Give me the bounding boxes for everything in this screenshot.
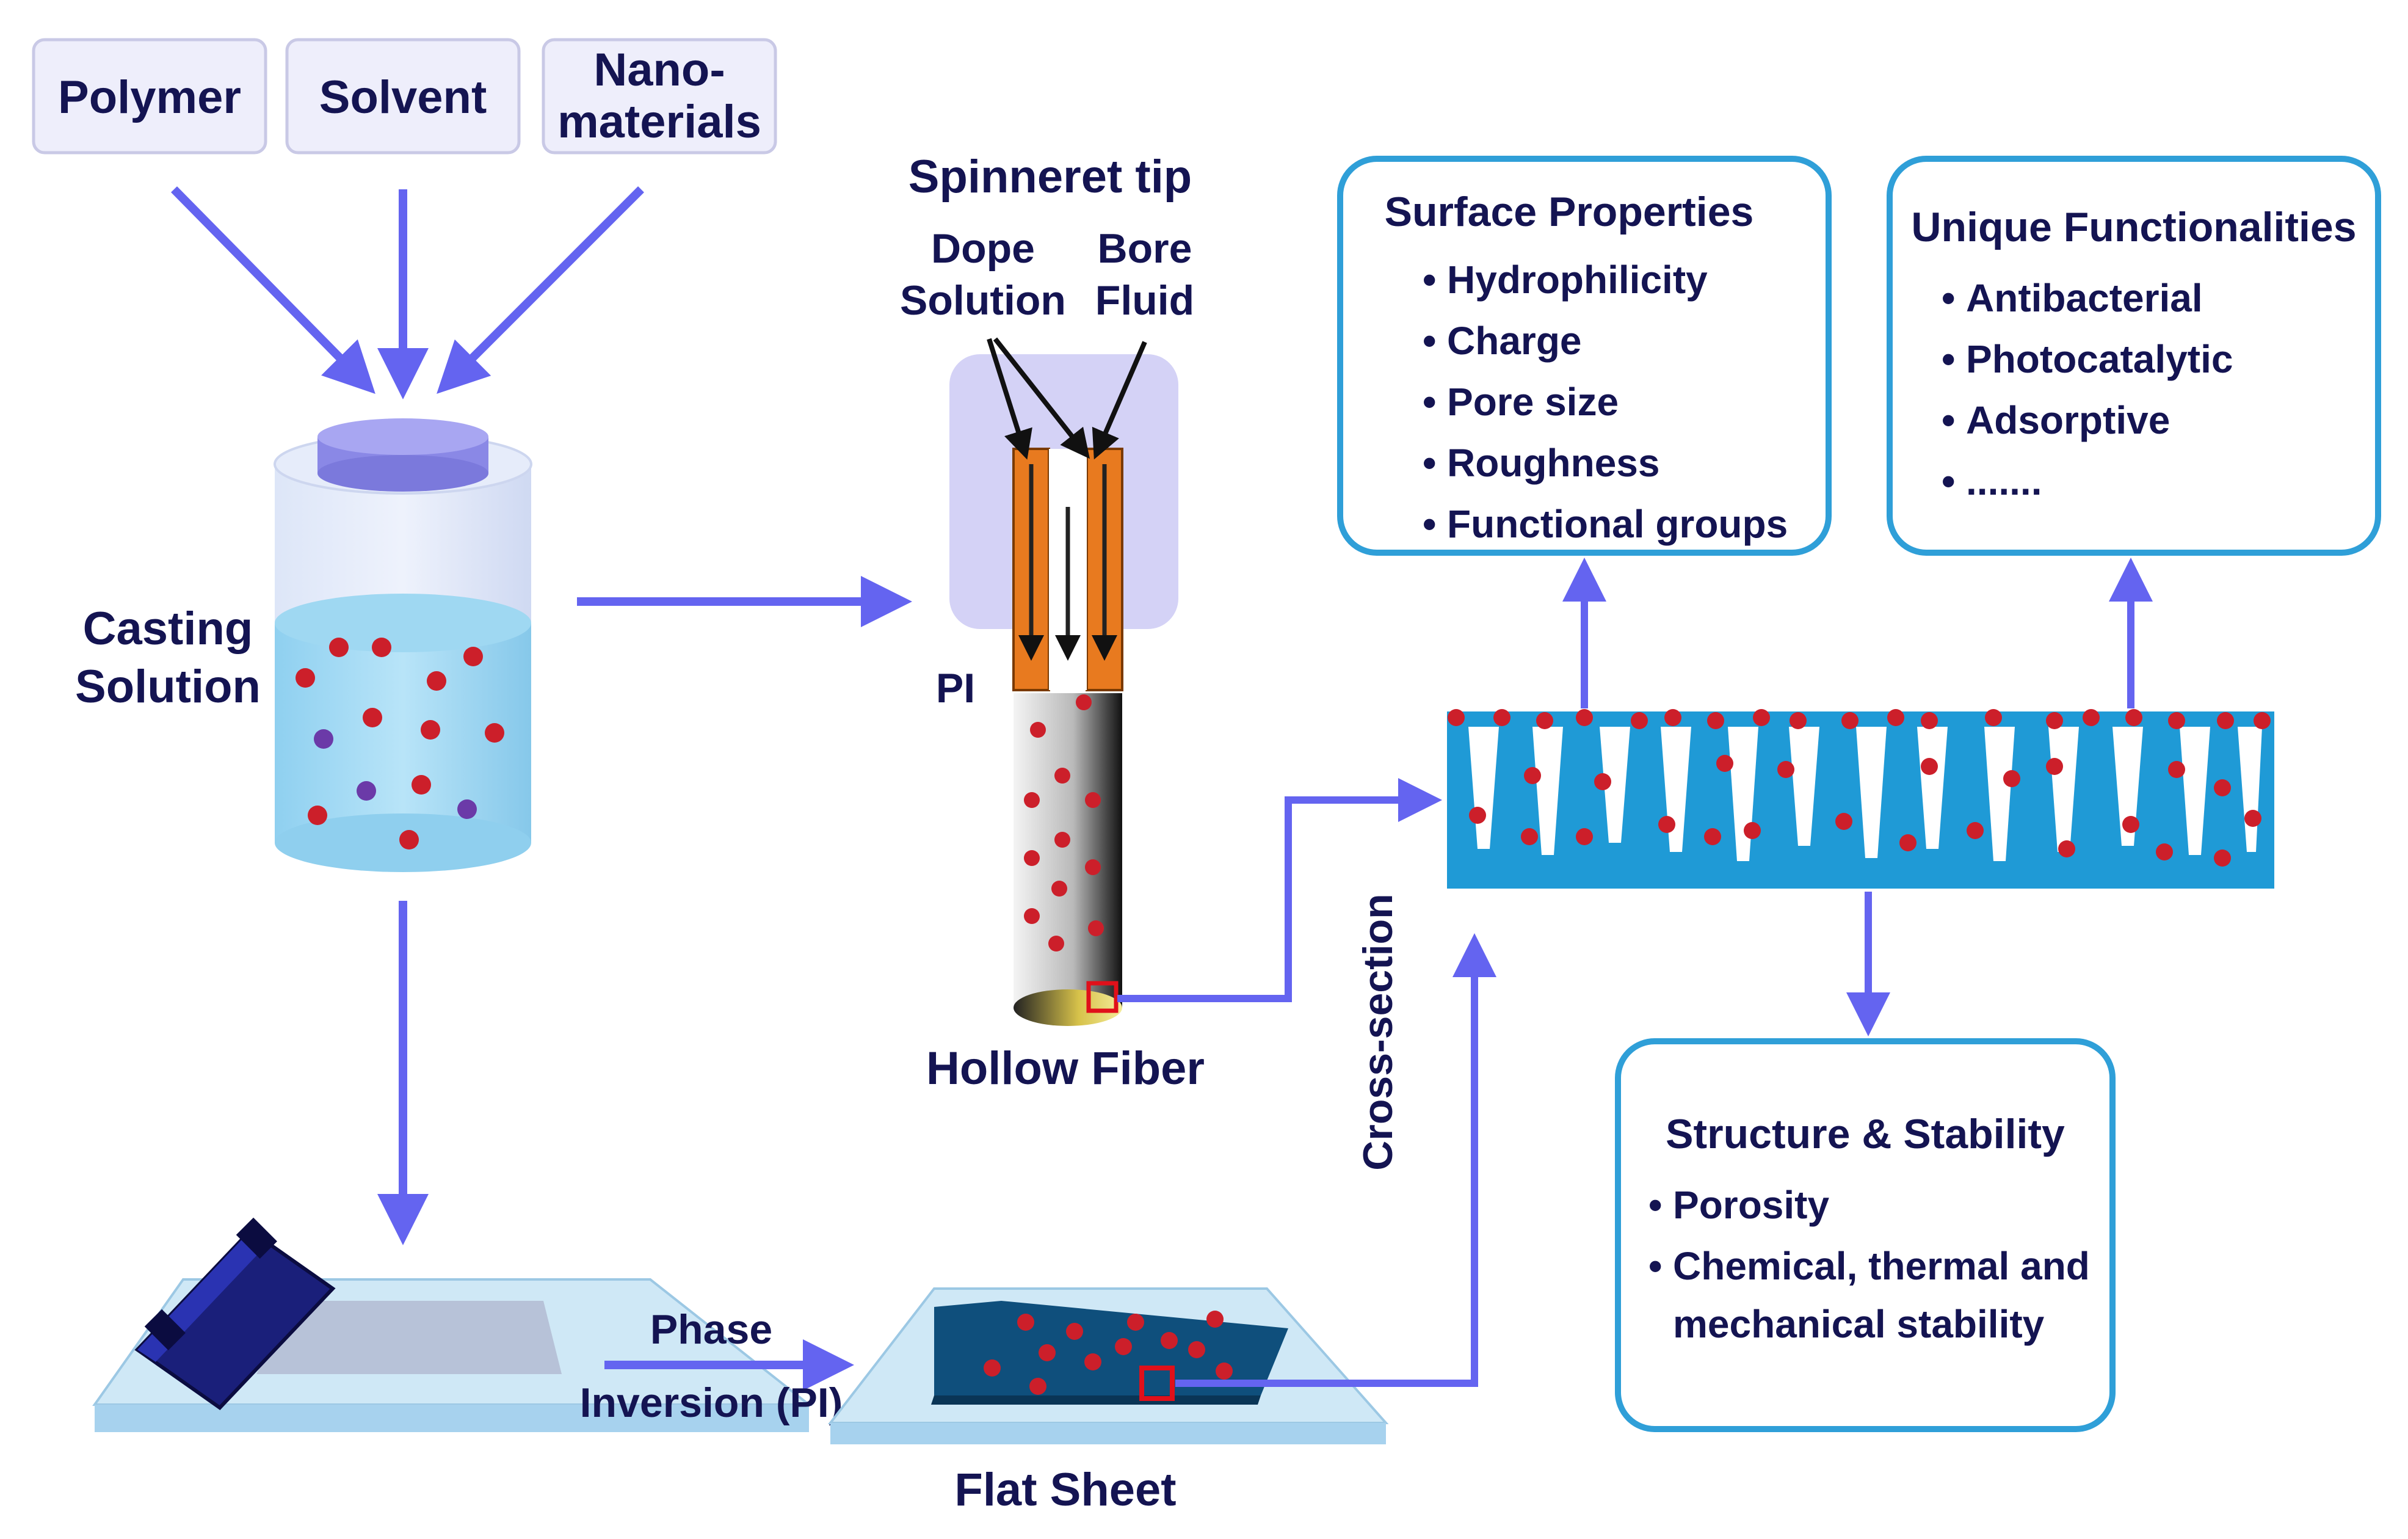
hollow-fiber	[1014, 693, 1122, 1026]
unique-item-antibacterial: Antibacterial	[1966, 276, 2203, 320]
membrane-cross-section	[1447, 709, 2274, 889]
arrow-polymer-to-solution	[171, 186, 375, 394]
surface-bullet-2: •	[1423, 319, 1436, 363]
surface-properties-box: Surface Properties • Hydrophilicity • Ch…	[1337, 156, 1832, 556]
spinneret-tip-title: Spinneret tip	[908, 151, 1192, 203]
nanomaterials-label-line2: materials	[557, 96, 761, 148]
arrow-nano-to-solution	[437, 186, 644, 394]
dope-solution-label-line1: Dope	[931, 225, 1035, 272]
structure-stability-box: Structure & Stability • Porosity • Chemi…	[1615, 1038, 2116, 1432]
structure-bullet-1: •	[1648, 1183, 1662, 1227]
cross-section-label: Cross-section	[1355, 893, 1401, 1170]
casting-solution-label-line1: Casting	[83, 603, 253, 655]
surface-item-roughness: Roughness	[1447, 441, 1659, 485]
phase-inversion-label-line1: Phase	[650, 1306, 772, 1353]
solution-particles	[296, 638, 504, 850]
structure-stability-title: Structure & Stability	[1666, 1111, 2065, 1157]
structure-item-porosity: Porosity	[1673, 1183, 1829, 1227]
membrane-particles	[1448, 709, 2271, 867]
solvent-label: Solvent	[319, 71, 487, 123]
arrow-fiber-to-cross-section	[1117, 778, 1442, 1002]
surface-bullet-3: •	[1423, 380, 1436, 424]
casting-solution-label-line2: Solution	[75, 661, 261, 713]
spinneret-tip	[949, 337, 1178, 691]
surface-bullet-1: •	[1423, 258, 1436, 302]
surface-bullet-5: •	[1423, 502, 1436, 546]
dope-solution-label-line2: Solution	[900, 277, 1066, 324]
surface-properties-title: Surface Properties	[1385, 189, 1754, 235]
unique-item-more: .......	[1966, 459, 2042, 503]
bore-fluid-label-line1: Bore	[1098, 225, 1192, 272]
input-polymer: Polymer	[32, 38, 267, 155]
unique-item-adsorptive: Adsorptive	[1966, 398, 2170, 442]
unique-bullet-2: •	[1942, 337, 1955, 381]
surface-item-charge: Charge	[1447, 319, 1582, 363]
unique-functionalities-title: Unique Functionalities	[1911, 204, 2356, 250]
unique-item-photocatalytic: Photocatalytic	[1966, 337, 2233, 381]
sheet-particles	[984, 1311, 1233, 1395]
nanomaterials-label-line1: Nano-	[593, 44, 725, 96]
structure-item-stability-line2: mechanical stability	[1673, 1302, 2045, 1346]
bore-fluid-label-line2: Fluid	[1095, 277, 1194, 324]
structure-item-stability-line1: Chemical, thermal and	[1673, 1244, 2090, 1288]
casting-solution-jar	[274, 418, 532, 872]
fiber-particles	[1024, 694, 1104, 951]
structure-bullet-2: •	[1648, 1244, 1662, 1288]
surface-item-pore-size: Pore size	[1447, 380, 1619, 424]
casting-knife	[134, 1217, 336, 1410]
surface-item-hydrophilicity: Hydrophilicity	[1447, 258, 1708, 302]
surface-bullet-4: •	[1423, 441, 1436, 485]
unique-bullet-1: •	[1942, 276, 1955, 320]
unique-functionalities-box: Unique Functionalities • Antibacterial •…	[1887, 156, 2381, 556]
flat-sheet-label: Flat Sheet	[954, 1464, 1176, 1516]
flat-sheet	[827, 1287, 1389, 1444]
unique-bullet-4: •	[1942, 459, 1955, 503]
phase-inversion-label-line2: Inversion (PI)	[580, 1380, 843, 1426]
input-solvent: Solvent	[285, 38, 521, 155]
unique-bullet-3: •	[1942, 398, 1955, 442]
input-nanomaterials: Nano- materials	[542, 38, 777, 155]
polymer-label: Polymer	[58, 71, 241, 123]
surface-item-functional-groups: Functional groups	[1447, 502, 1788, 546]
pi-label: PI	[936, 665, 975, 711]
hollow-fiber-label: Hollow Fiber	[926, 1042, 1205, 1094]
arrow-sheet-to-cross-section	[1175, 933, 1496, 1387]
